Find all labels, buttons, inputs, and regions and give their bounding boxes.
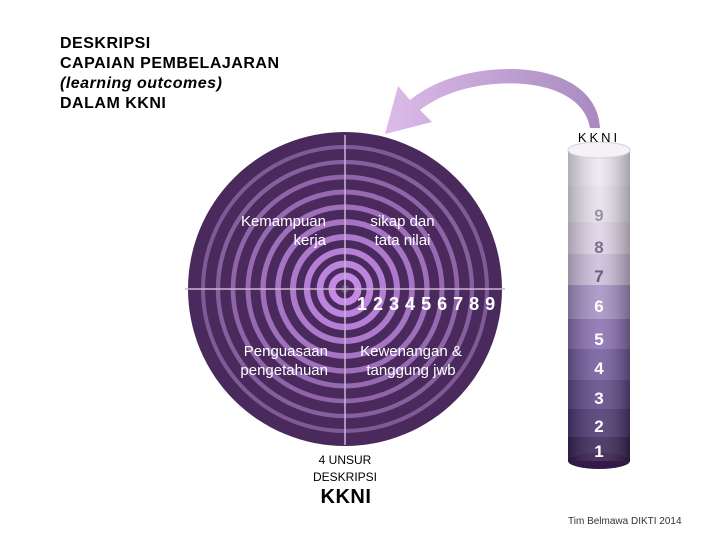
quadrant-bottom-left-line1: Penguasaan	[243, 343, 328, 360]
ring-number: 1	[357, 294, 369, 314]
cylinder-top	[567, 141, 631, 159]
title-line-3: (learning outcomes)	[60, 75, 223, 92]
quadrant-top-left-line1: Kemampuan	[240, 213, 326, 230]
curved-arrow	[385, 68, 600, 134]
level-label: 2	[594, 417, 604, 436]
title: DESKRIPSI CAPAIAN PEMBELAJARAN (learning…	[60, 34, 280, 114]
credit-text: Tim Belmawa DIKTI 2014	[568, 516, 682, 527]
level-label: 4	[594, 359, 604, 378]
kkni-caption: KKNI	[320, 486, 372, 508]
quadrant-bottom-right: Kewenangan & tanggung jwb	[350, 342, 472, 380]
ring-number: 8	[469, 294, 481, 314]
cylinder-title: KKNI	[577, 130, 621, 145]
quadrant-top-right-line1: sikap dan	[370, 213, 435, 230]
quadrant-top-right-line2: tata nilai	[374, 232, 431, 249]
unsur-line2: DESKRIPSI	[312, 470, 378, 484]
level-label: 6	[594, 297, 604, 316]
ring-number: 2	[373, 294, 385, 314]
quadrant-top-left-line2: kerja	[293, 232, 326, 249]
level-label: 5	[594, 330, 604, 349]
level-label: 8	[594, 238, 604, 257]
ring-number: 3	[389, 294, 401, 314]
quadrant-bottom-right-line2: tanggung jwb	[366, 362, 456, 379]
ring-number: 4	[405, 294, 417, 314]
level-label: 3	[594, 389, 604, 408]
level-label: 9	[594, 206, 604, 225]
unsur-line1: 4 UNSUR	[318, 453, 372, 467]
title-line-2: CAPAIAN PEMBELAJARAN	[60, 55, 280, 72]
kkni-cylinder	[567, 141, 631, 469]
quadrant-top-right: sikap dan tata nilai	[355, 212, 450, 250]
quadrant-bottom-left-line2: pengetahuan	[240, 362, 328, 379]
unsur-caption: 4 UNSUR DESKRIPSI	[300, 452, 390, 486]
quadrant-bottom-right-line1: Kewenangan &	[360, 343, 462, 360]
ring-number: 6	[437, 294, 449, 314]
ring-number: 9	[485, 294, 497, 314]
ring-number: 5	[421, 294, 433, 314]
ring-number: 7	[453, 294, 465, 314]
quadrant-bottom-left: Penguasaan pengetahuan	[218, 342, 328, 380]
title-line-4: DALAM KKNI	[60, 95, 167, 112]
ring-numbers: 1 2 3 4 5 6 7 8 9	[357, 294, 496, 315]
title-line-1: DESKRIPSI	[60, 35, 151, 52]
level-label: 1	[594, 442, 604, 461]
cylinder-shading	[568, 150, 630, 461]
quadrant-top-left: Kemampuan kerja	[214, 212, 326, 250]
level-label: 7	[594, 267, 604, 286]
